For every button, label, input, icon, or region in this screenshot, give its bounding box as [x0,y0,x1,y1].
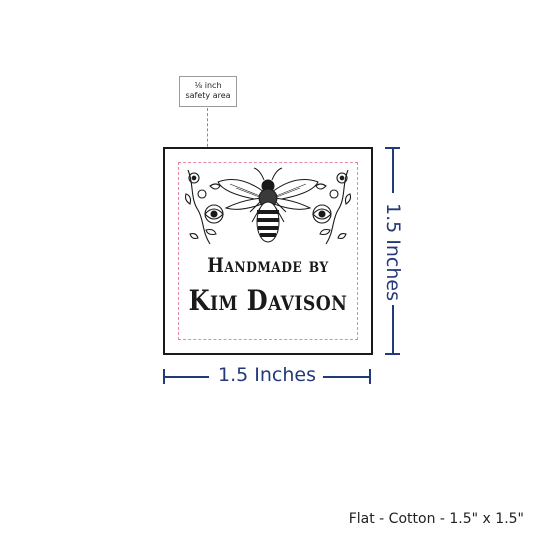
flower-vine-right-icon [312,169,352,245]
callout-leader-line [207,108,208,162]
bee-icon [217,167,319,243]
width-bar-right [323,376,371,378]
width-bar-left [163,376,209,378]
label-line-2: Kim Davison [188,284,348,317]
product-caption: Flat - Cotton - 1.5" x 1.5" [348,511,524,527]
label-artwork [184,167,352,245]
height-bar-bottom [392,305,394,355]
callout-line1: ⅛ inch [194,81,222,90]
callout-line2: safety area [185,91,231,100]
width-cap-right [369,369,371,384]
width-label: 1.5 Inches [218,364,316,386]
label-line-1: Handmade by [207,253,329,277]
width-dimension: 1.5 Inches [163,364,371,386]
safety-area-callout: ⅛ inch safety area [179,76,237,107]
height-bar-top [392,147,394,193]
safety-area-outline [178,162,358,340]
height-cap-bottom [385,353,400,355]
height-dimension: 1.5 Inches [382,147,404,355]
flower-vine-left-icon [184,169,224,245]
